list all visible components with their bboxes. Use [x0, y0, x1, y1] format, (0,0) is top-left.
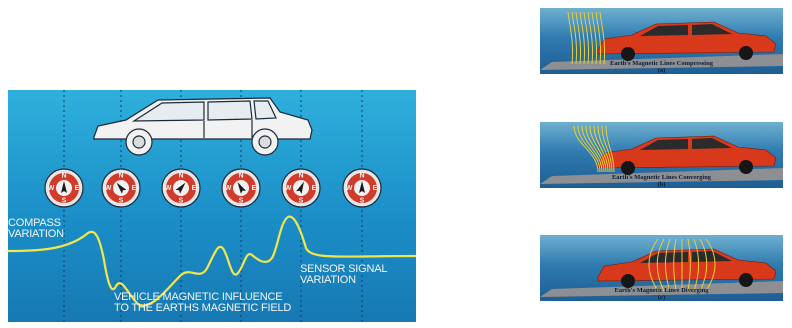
compass-icon: N SW E	[102, 169, 140, 207]
compass-letter: E	[192, 185, 197, 192]
compass-icon: N SW E	[162, 169, 200, 207]
photo-caption-letter: (a)	[540, 67, 783, 74]
compass-letter: N	[178, 173, 183, 180]
photo-caption: Earth's Magnetic Lines Diverging	[540, 287, 783, 294]
compass-icon: N SW E	[343, 169, 381, 207]
photo-converging: Earth's Magnetic Lines Converging (b)	[540, 122, 783, 188]
compass-icon: N SW E	[222, 169, 260, 207]
photo-compressing: Earth's Magnetic Lines Compressing (a)	[540, 8, 783, 74]
compass-letter: N	[359, 173, 364, 180]
photo-caption: Earth's Magnetic Lines Compressing	[540, 60, 783, 67]
compass-letter: N	[238, 173, 243, 180]
compass-letter: S	[119, 198, 124, 205]
photo-caption-letter: (c)	[540, 294, 783, 301]
compass-letter: W	[346, 185, 353, 192]
compass-letter: S	[179, 198, 184, 205]
compass-icon: N SW E	[45, 169, 83, 207]
compass-letter: W	[225, 185, 232, 192]
photo-caption: Earth's Magnetic Lines Converging	[540, 174, 783, 181]
compass-letter: S	[299, 198, 304, 205]
compass-variation-label: COMPASS VARIATION	[8, 218, 64, 240]
compass-letter: S	[62, 198, 67, 205]
photo-caption-letter: (b)	[540, 181, 783, 188]
compass-letter: N	[118, 173, 123, 180]
red-sedan-icon	[598, 22, 776, 61]
compass-letter: W	[285, 185, 292, 192]
compass-letter: E	[75, 185, 80, 192]
compass-letter: N	[298, 173, 303, 180]
compass-letter: E	[373, 185, 378, 192]
vehicle-influence-label: VEHICLE MAGNETIC INFLUENCE TO THE EARTHS…	[114, 292, 291, 314]
compass-letter: S	[239, 198, 244, 205]
compass-letter: W	[165, 185, 172, 192]
red-sedan-icon	[598, 249, 776, 288]
photo-diverging: Earth's Magnetic Lines Diverging (c)	[540, 235, 783, 301]
red-sedan-icon	[598, 136, 776, 175]
magnetic-field-lines	[568, 12, 605, 64]
compass-letter: W	[105, 185, 112, 192]
sensor-signal-label: SENSOR SIGNAL VARIATION	[300, 264, 387, 286]
compass-letter: E	[132, 185, 137, 192]
compass-letter: E	[252, 185, 257, 192]
compass-letter: W	[48, 185, 55, 192]
compass-icon: N SW E	[282, 169, 320, 207]
compass-letter: N	[61, 173, 66, 180]
compass-letter: S	[360, 198, 365, 205]
compass-letter: E	[312, 185, 317, 192]
